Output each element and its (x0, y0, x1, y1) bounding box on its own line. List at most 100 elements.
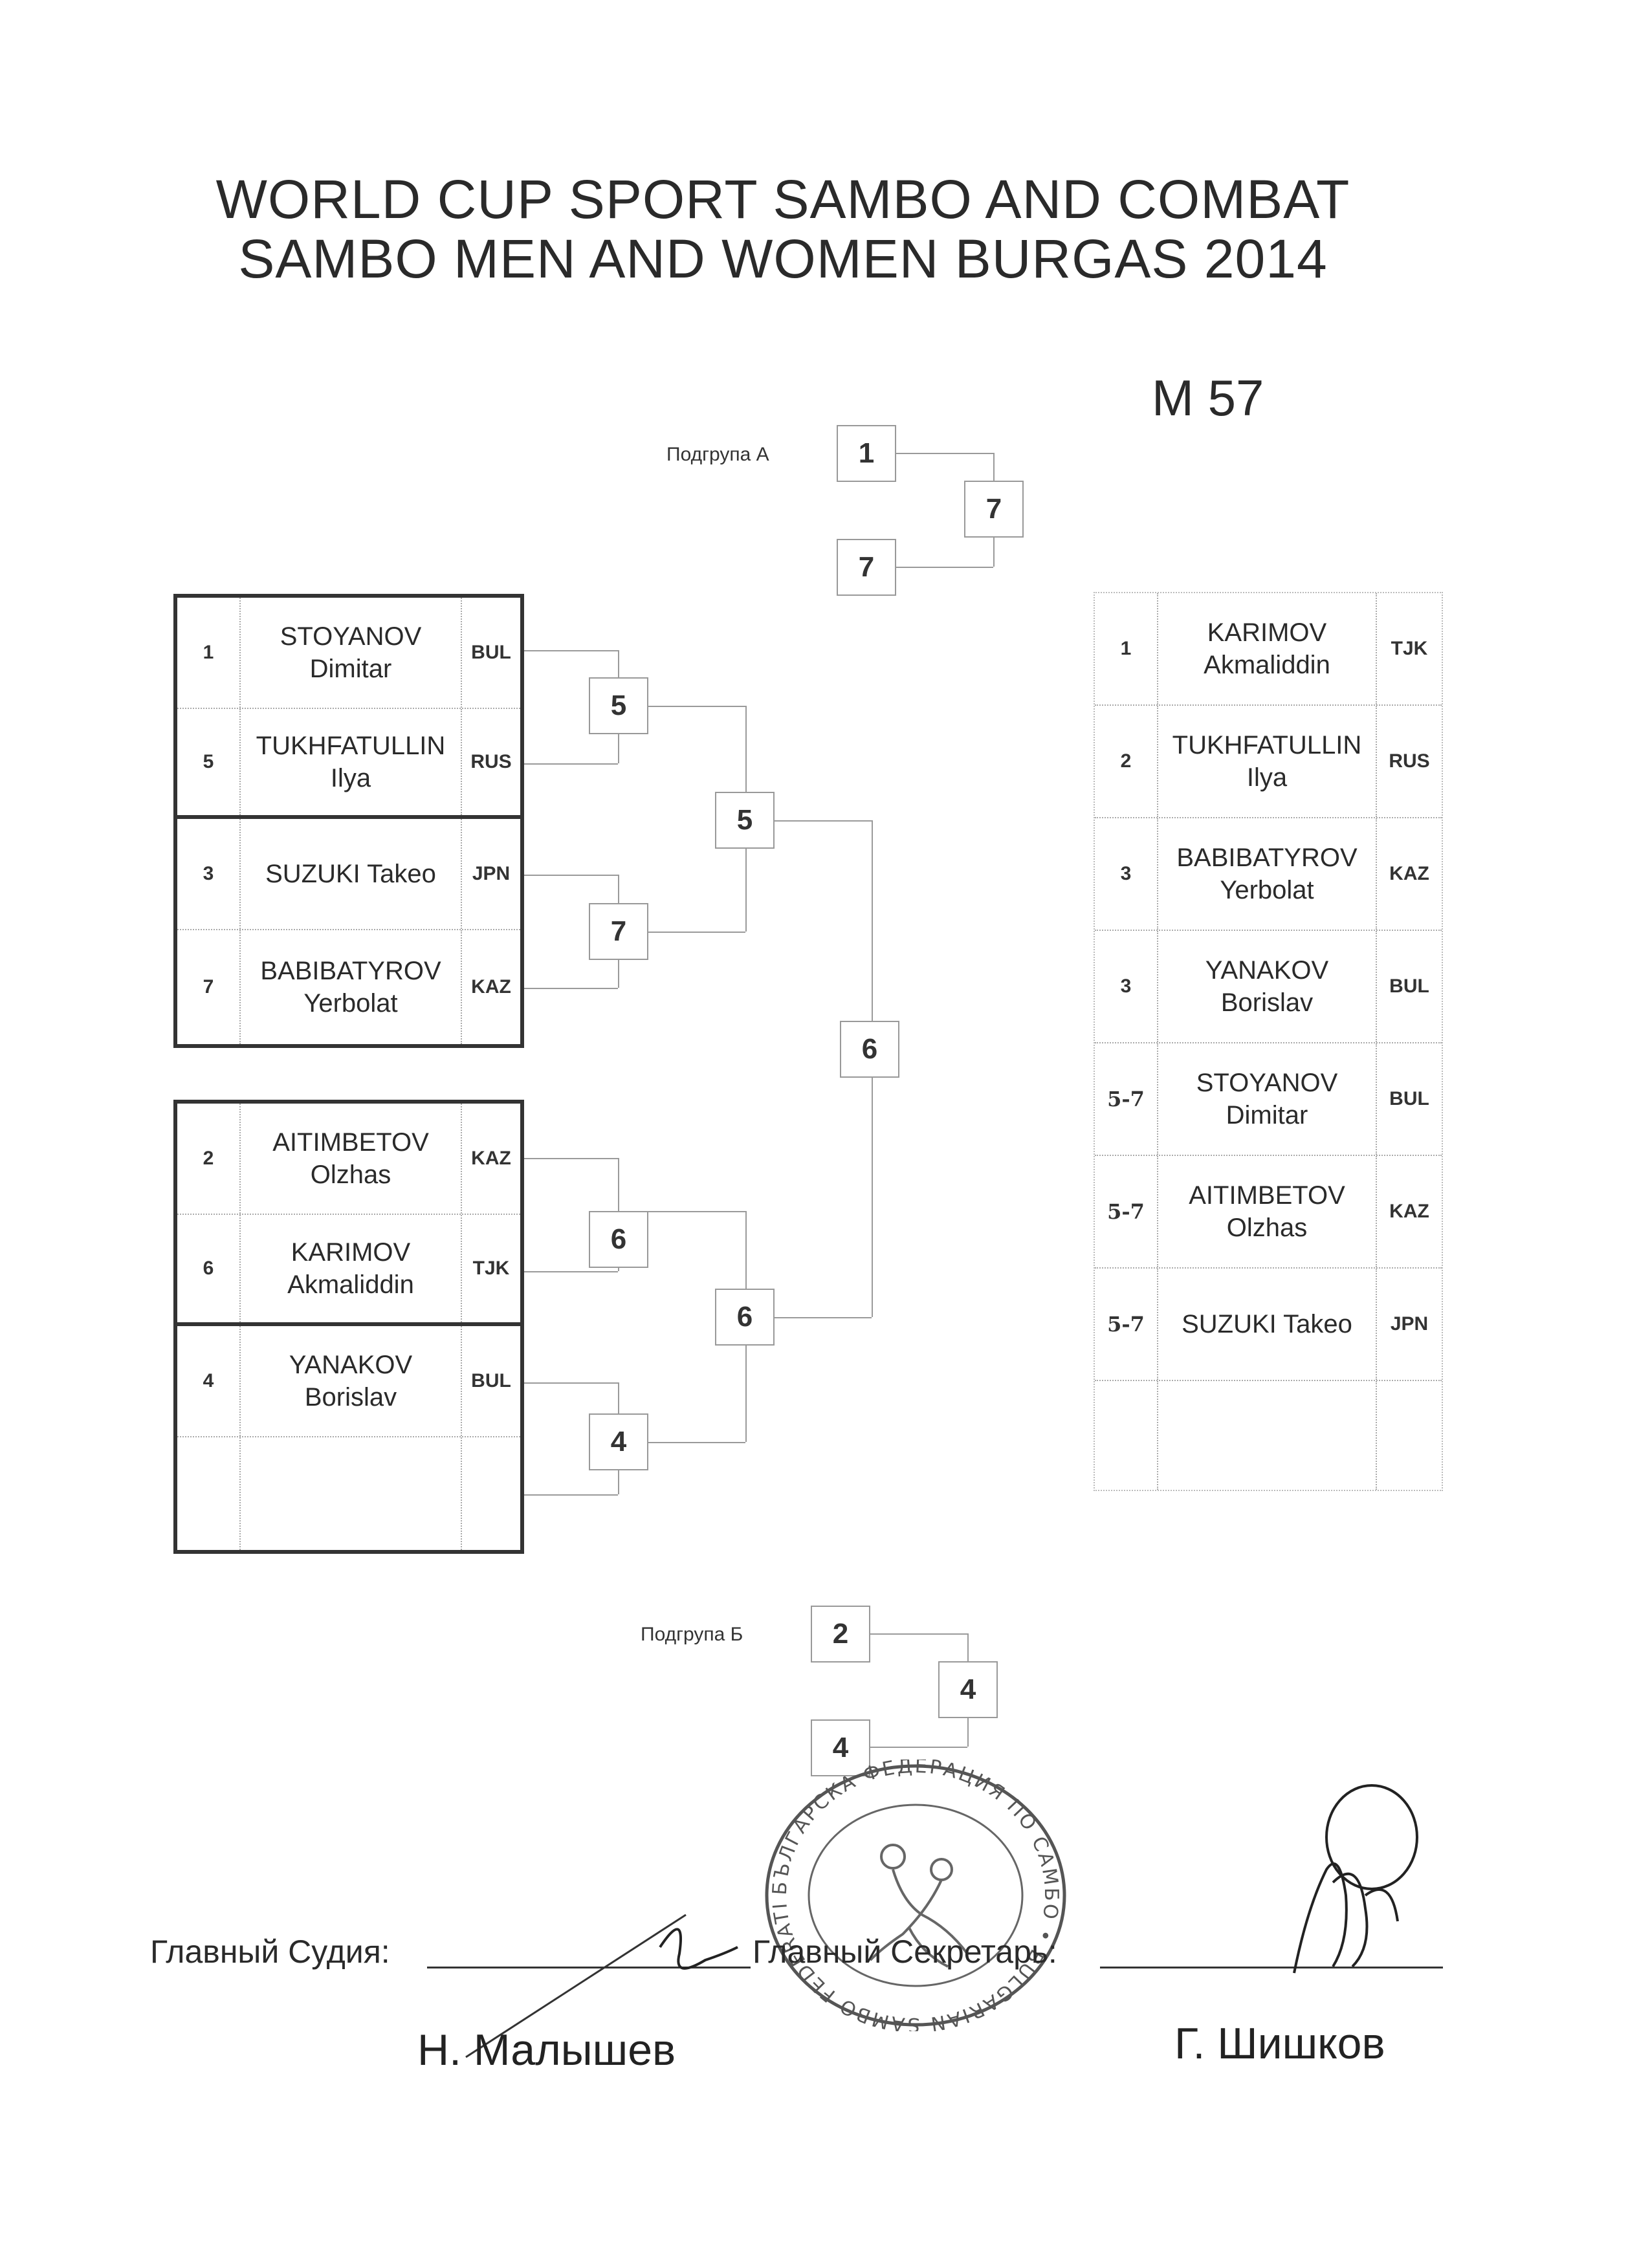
place-number: 1 (1095, 593, 1158, 704)
ranking-row: 1 KARIMOV Akmaliddin TJK (1095, 593, 1442, 706)
ranking-row: 5-7 SUZUKI Takeo JPN (1095, 1269, 1442, 1381)
country-code (1377, 1381, 1442, 1490)
athlete-first-name: Yerbolat (1220, 876, 1314, 904)
weight-class: M 57 (1152, 369, 1264, 426)
athlete-first-name: Dimitar (309, 655, 392, 683)
athlete-first-name: Ilya (330, 764, 371, 792)
athlete-surname: BABIBATYROV (260, 957, 441, 985)
connector (648, 706, 745, 707)
connector (524, 763, 618, 765)
connector (524, 650, 618, 651)
connector (896, 453, 993, 454)
connector (618, 875, 619, 903)
athlete-surname: KARIMOV (291, 1238, 411, 1267)
connector (872, 820, 873, 1021)
connector (775, 820, 872, 822)
chief-secretary-signature (1293, 1784, 1418, 1974)
chief-judge-label: Главный Судия: (150, 1934, 390, 1970)
ranking-row (1095, 1381, 1442, 1490)
subgroup-b-top-box: 2 (811, 1606, 870, 1663)
seed-number: 1 (177, 598, 241, 708)
country-code: RUS (470, 751, 512, 772)
connector (993, 453, 995, 481)
country-code: JPN (1390, 1313, 1429, 1335)
athlete-name: SUZUKI Takeo (241, 819, 462, 929)
participant-row: 7 BABIBATYROV Yerbolat KAZ (177, 930, 520, 1044)
athlete-surname: AITIMBETOV (1189, 1181, 1345, 1210)
bout-winner-box: 6 (589, 1211, 648, 1268)
athlete-name: YANAKOV Borislav (1158, 931, 1377, 1042)
participant-row: 1 STOYANOV Dimitar BUL (177, 598, 520, 709)
athlete-surname: KARIMOV (1207, 618, 1327, 647)
athlete-surname: YANAKOV (1205, 956, 1329, 985)
athlete-name: TUKHFATULLIN Ilya (1158, 706, 1377, 817)
wrestlers-emblem-icon (869, 1844, 969, 1968)
connector (648, 1211, 745, 1212)
athlete-first-name: Yerbolat (303, 989, 398, 1018)
place-number: 3 (1095, 818, 1158, 930)
title-line-1: WORLD CUP SPORT SAMBO AND COMBAT (215, 169, 1350, 230)
final-ranking-table: 1 KARIMOV Akmaliddin TJK 2 TUKHFATULLIN … (1094, 592, 1443, 1491)
connector (745, 1346, 747, 1442)
country-code: RUS (1389, 750, 1430, 772)
athlete-name: TUKHFATULLIN Ilya (241, 709, 462, 815)
athlete-name: AITIMBETOV Olzhas (241, 1104, 462, 1214)
athlete-name: YANAKOV Borislav (241, 1326, 462, 1436)
country-code: TJK (472, 1258, 510, 1279)
place-number (1095, 1381, 1158, 1490)
place-number: 2 (1095, 706, 1158, 817)
ranking-row: 2 TUKHFATULLIN Ilya RUS (1095, 706, 1442, 818)
connector (524, 875, 618, 876)
athlete-first-name: Dimitar (1226, 1101, 1308, 1129)
connector (648, 932, 745, 933)
seed-number: 3 (177, 819, 241, 929)
athlete-first-name: Borislav (304, 1383, 397, 1412)
seed-number: 4 (177, 1326, 241, 1436)
athlete-surname: AITIMBETOV (272, 1128, 429, 1157)
country-code: KAZ (471, 976, 511, 998)
seed-number: 5 (177, 709, 241, 815)
seed-number: 7 (177, 930, 241, 1044)
connector (524, 1382, 618, 1384)
participant-row: 4 YANAKOV Borislav BUL (177, 1326, 520, 1437)
svg-text:БЪЛГАРСКА ФЕДЕРАЦИЯ ПО САМБО •: БЪЛГАРСКА ФЕДЕРАЦИЯ ПО САМБО • BULGARIAN… (754, 1760, 1062, 2031)
subgroup-b-winner-box: 4 (938, 1661, 998, 1718)
semifinal-winner-box: 6 (715, 1289, 775, 1346)
participant-row (177, 1437, 520, 1550)
country-code: BUL (1389, 1088, 1429, 1109)
athlete-first-name: Olzhas (310, 1161, 391, 1189)
place-number: 5-7 (1095, 1269, 1158, 1380)
athlete-first-name: Olzhas (1226, 1214, 1308, 1242)
connector (618, 1382, 619, 1413)
bout-winner-box: 7 (589, 903, 648, 960)
athlete-surname: STOYANOV (280, 622, 422, 651)
title-line-2: SAMBO MEN AND WOMEN BURGAS 2014 (238, 228, 1328, 289)
athlete-surname: TUKHFATULLIN (256, 732, 446, 760)
athlete-first-name: Borislav (1220, 988, 1314, 1017)
country-code: BUL (471, 1370, 511, 1391)
athlete-surname: TUKHFATULLIN (1172, 731, 1362, 759)
connector (524, 1494, 618, 1496)
connector (872, 1078, 873, 1317)
connector (524, 988, 618, 989)
connector (618, 960, 619, 988)
chief-secretary-label: Главный Секретарь: (753, 1934, 1057, 1970)
connector (618, 1470, 619, 1494)
athlete-surname: SUZUKI Takeo (265, 860, 436, 888)
athlete-surname: STOYANOV (1196, 1069, 1338, 1097)
seed-number: 6 (177, 1215, 241, 1322)
participant-row: 2 AITIMBETOV Olzhas KAZ (177, 1104, 520, 1215)
subgroup-a-top-box: 1 (837, 425, 896, 482)
chief-judge-name: Н. Малышев (417, 2025, 676, 2075)
pool-b-table: 2 AITIMBETOV Olzhas KAZ 6 KARIMOV Akmali… (173, 1100, 524, 1554)
connector (745, 706, 747, 792)
subgroup-b-bottom-box: 4 (811, 1719, 870, 1776)
athlete-name: AITIMBETOV Olzhas (1158, 1156, 1377, 1267)
chief-secretary-name: Г. Шишков (1174, 2019, 1385, 2068)
subgroup-a-bottom-box: 7 (837, 539, 896, 596)
athlete-name (1158, 1381, 1377, 1490)
pool-a-table: 1 STOYANOV Dimitar BUL 5 TUKHFATULLIN Il… (173, 594, 524, 1048)
country-code: JPN (472, 863, 511, 884)
place-number: 3 (1095, 931, 1158, 1042)
connector (524, 1271, 618, 1272)
